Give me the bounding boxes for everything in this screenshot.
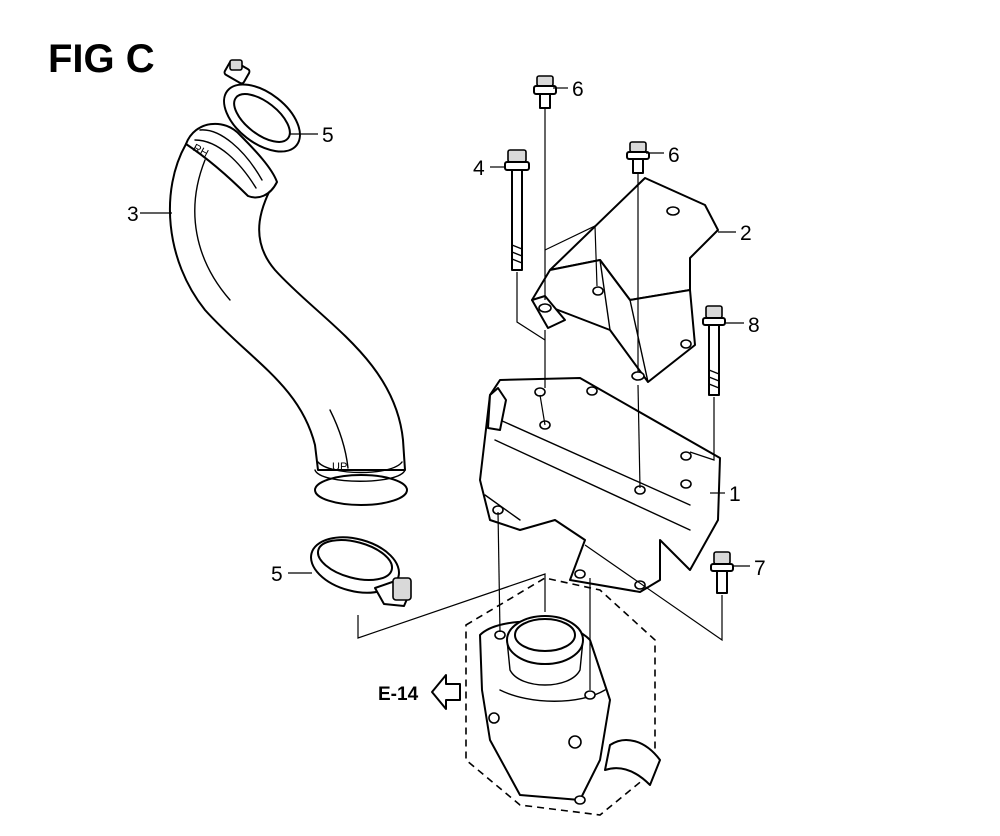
figure-title: FIG C bbox=[48, 37, 155, 81]
reference-arrow-icon bbox=[431, 674, 461, 710]
callout-part-6-right: 6 bbox=[668, 144, 680, 167]
callout-part-3: 3 bbox=[127, 203, 139, 226]
callout-part-6-left: 6 bbox=[572, 78, 584, 101]
callout-part-8: 8 bbox=[748, 314, 760, 337]
upper-bracket-part-2 bbox=[531, 177, 719, 383]
long-bolt-part-4 bbox=[504, 149, 530, 271]
hose-bottom-mark: UP bbox=[332, 461, 347, 473]
alignment-lines bbox=[357, 108, 723, 690]
callout-part-4: 4 bbox=[473, 157, 485, 180]
lower-bracket-part-1 bbox=[479, 377, 721, 593]
reference-e14: E-14 bbox=[378, 674, 461, 710]
bolt-part-8 bbox=[702, 305, 726, 396]
bolt-left-part-6 bbox=[533, 75, 557, 109]
callout-leaders bbox=[140, 87, 750, 574]
callout-part-7: 7 bbox=[754, 557, 766, 580]
callout-part-5-bottom: 5 bbox=[271, 563, 283, 586]
bolt-part-7 bbox=[710, 551, 734, 594]
intake-hose-part-3: RH UP bbox=[168, 122, 408, 506]
callout-part-5-top: 5 bbox=[322, 124, 334, 147]
hose-clamp-top-part-5 bbox=[223, 59, 301, 153]
callout-part-2: 2 bbox=[740, 222, 752, 245]
hose-clamp-bottom-part-5 bbox=[310, 536, 412, 607]
bolt-right-part-6 bbox=[626, 141, 650, 174]
callout-part-1: 1 bbox=[729, 483, 741, 506]
air-cleaner-housing-reference bbox=[465, 577, 661, 816]
reference-label: E-14 bbox=[378, 684, 419, 705]
